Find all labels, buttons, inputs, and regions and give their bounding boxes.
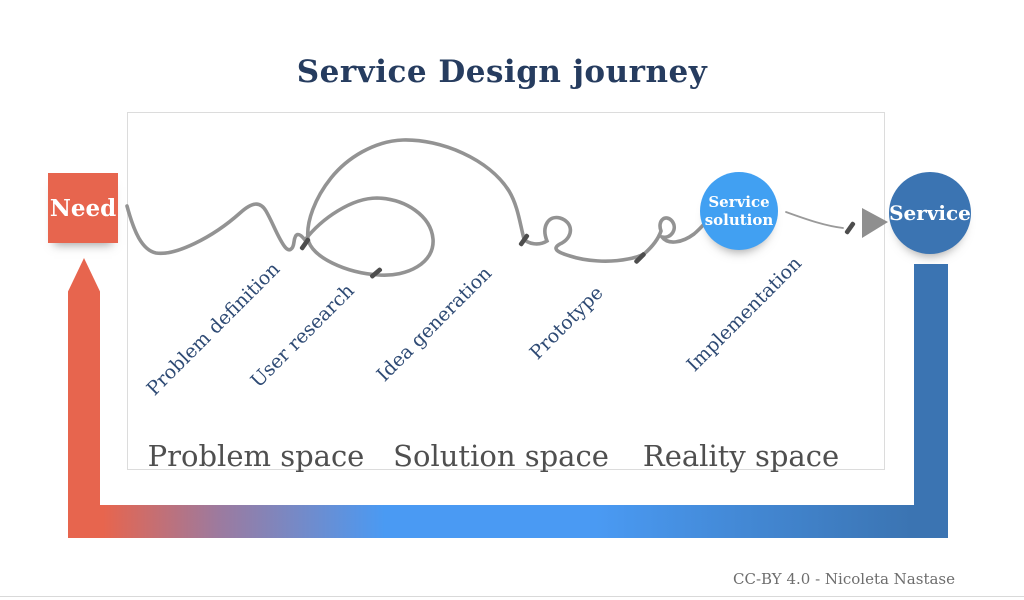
- need-label: Need: [49, 194, 117, 222]
- stage-knot: [299, 237, 311, 251]
- service-label: Service: [889, 201, 971, 225]
- service-circle: Service: [889, 172, 971, 254]
- stage-knot: [518, 233, 530, 247]
- space-label-solution: Solution space: [393, 439, 609, 473]
- solution-to-service-line-icon: [785, 211, 844, 229]
- service-solution-circle: Service solution: [700, 172, 778, 250]
- space-label-reality: Reality space: [642, 439, 840, 473]
- need-box: Need: [48, 173, 118, 243]
- journey-panel: [127, 112, 885, 470]
- stage-knot: [844, 221, 856, 235]
- page-title: Service Design journey: [296, 54, 708, 90]
- journey-line-icon: [125, 138, 710, 277]
- service-arrow-leg-icon: [914, 264, 948, 538]
- slide-bottom-edge: [0, 596, 1024, 597]
- stage-knot: [634, 252, 646, 264]
- gradient-arrow-bar-icon: [68, 505, 948, 538]
- service-solution-line1: Service: [708, 193, 770, 211]
- stage-knot: [369, 267, 383, 279]
- need-arrow-up-icon: [68, 258, 100, 537]
- service-solution-line2: solution: [704, 211, 774, 229]
- space-label-problem: Problem space: [147, 439, 365, 473]
- attribution-text: CC-BY 4.0 - Nicoleta Nastase: [733, 570, 955, 588]
- right-arrowhead-icon: [862, 208, 888, 238]
